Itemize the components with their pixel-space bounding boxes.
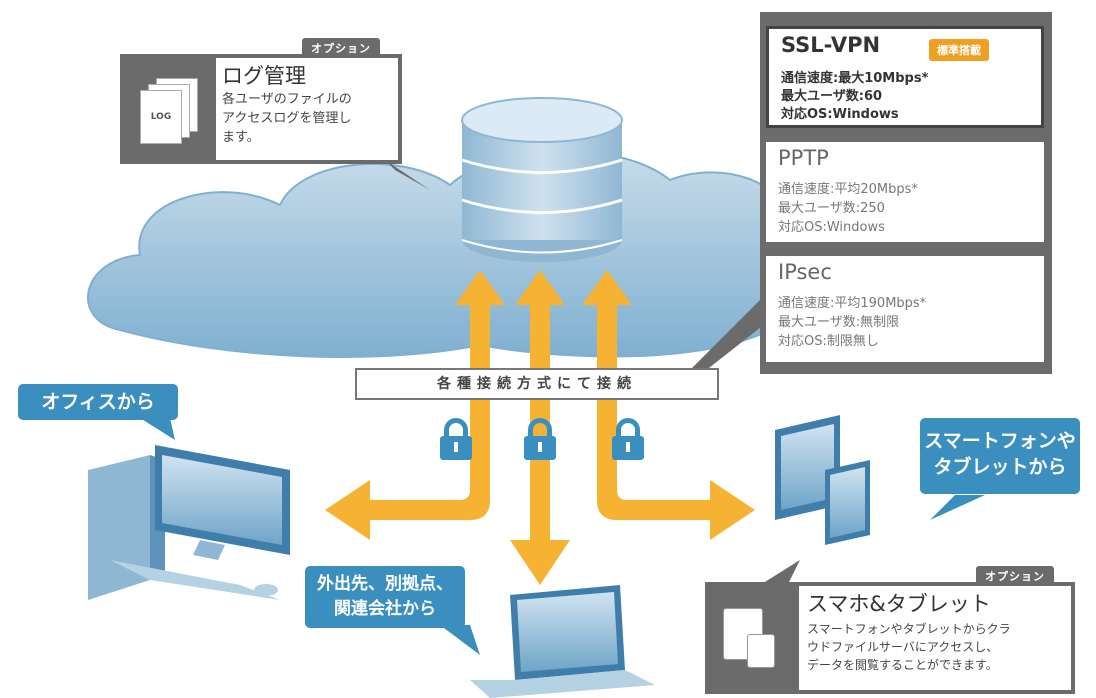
option-tag-smart: オプション [976, 566, 1054, 586]
log-callout-tail [385, 160, 430, 190]
vpn-speed: 通信速度:平均190Mbps* [778, 296, 927, 311]
office-bubble: オフィスから [18, 384, 178, 420]
office-bubble-tail [140, 418, 175, 440]
vpn-card-pptp: PPTP 通信速度:平均20Mbps* 最大ユーザ数:250 対応OS:Wind… [766, 142, 1044, 242]
outside-bubble-tail [440, 625, 480, 655]
padlock-icon-3 [612, 418, 644, 460]
vpn-callout-tail [690, 300, 770, 375]
smart-option-box: スマホ&タブレット スマートフォンやタブレットからクラ ウドファイルサーバにアク… [705, 582, 1075, 694]
log-description: 各ユーザのファイルの アクセスログを管理し ます。 [222, 92, 352, 145]
vpn-name: SSL-VPN [781, 33, 881, 57]
vpn-name: IPsec [778, 260, 832, 284]
laptop-icon [470, 585, 655, 698]
outside-bubble: 外出先、別拠点、 関連会社から [305, 566, 465, 628]
tablet-icon [775, 415, 870, 545]
vpn-os: 対応OS:制限無し [778, 334, 879, 349]
log-option-box: LOG ログ管理 各ユーザのファイルの アクセスログを管理し ます。 [120, 54, 402, 164]
padlock-icon-2 [524, 418, 556, 460]
tablet-option-icon [723, 608, 783, 668]
vpn-speed: 通信速度:平均20Mbps* [778, 182, 918, 197]
vpn-users: 最大ユーザ数:250 [778, 201, 885, 216]
smart-description: スマートフォンやタブレットからクラ ウドファイルサーバにアクセスし、 データを閲… [807, 622, 1011, 672]
cloud-shape [86, 149, 824, 358]
database-icon [461, 97, 623, 262]
vpn-card-ssl: SSL-VPN 標準搭載 通信速度:最大10Mbps* 最大ユーザ数:60 対応… [766, 26, 1044, 128]
vpn-os: 対応OS:Windows [778, 220, 885, 235]
padlock-icon-1 [440, 418, 472, 460]
vpn-name: PPTP [778, 146, 829, 170]
standard-badge: 標準搭載 [929, 39, 989, 61]
vpn-card-ipsec: IPsec 通信速度:平均190Mbps* 最大ユーザ数:無制限 対応OS:制限… [766, 256, 1044, 362]
connection-arrows [325, 270, 755, 585]
vpn-users: 最大ユーザ数:無制限 [778, 315, 900, 330]
mobile-bubble-tail [930, 495, 985, 520]
smart-title: スマホ&タブレット [807, 592, 991, 616]
log-file-icon: LOG [138, 74, 208, 144]
vpn-options-panel: SSL-VPN 標準搭載 通信速度:最大10Mbps* 最大ユーザ数:60 対応… [760, 12, 1052, 374]
mobile-bubble: スマートフォンや タブレットから [920, 418, 1080, 494]
vpn-users: 最大ユーザ数:60 [781, 89, 883, 104]
vpn-os: 対応OS:Windows [781, 107, 899, 122]
desktop-pc-icon [88, 445, 290, 600]
vpn-speed: 通信速度:最大10Mbps* [781, 71, 929, 86]
log-title: ログ管理 [222, 64, 306, 88]
connection-method-label: 各種接続方式にて接続 [355, 368, 719, 400]
option-tag-log: オプション [302, 38, 380, 58]
